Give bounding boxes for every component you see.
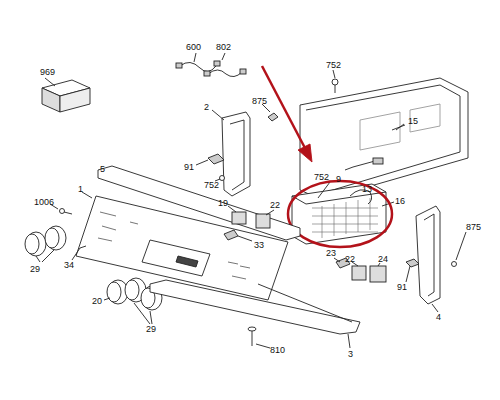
callout-number: 802 (216, 42, 231, 52)
callout-number: 23 (326, 248, 336, 258)
callout-number: 29 (146, 324, 156, 334)
callout-number: 24 (378, 254, 388, 264)
callout-number: 34 (64, 260, 74, 270)
callout-number: 1 (78, 184, 83, 194)
callout-number: 4 (436, 312, 441, 322)
callout-number: 875 (252, 96, 267, 106)
callout-number: 22 (345, 254, 355, 264)
callout-number: 810 (270, 345, 285, 355)
callout-number: 19 (218, 198, 228, 208)
callout-number: 3 (348, 349, 353, 359)
callout-number: 969 (40, 67, 55, 77)
callout-number: 29 (30, 264, 40, 274)
callout-number: 15 (408, 116, 418, 126)
callout-number: 33 (254, 240, 264, 250)
callout-number: 1006 (34, 197, 54, 207)
callout-number: 875 (466, 222, 481, 232)
callout-number: 16 (395, 196, 405, 206)
callout-number: 91 (397, 282, 407, 292)
callout-number: 5 (100, 164, 105, 174)
callout-number: 91 (184, 162, 194, 172)
callout-number: 13 (362, 184, 372, 194)
callout-number: 752 (314, 172, 329, 182)
callout-number: 9 (336, 174, 341, 184)
callout-number: 2 (204, 102, 209, 112)
callout-number: 752 (204, 180, 219, 190)
callout-number: 752 (326, 60, 341, 70)
callout-number: 20 (92, 296, 102, 306)
callout-number: 600 (186, 42, 201, 52)
callout-number: 22 (270, 200, 280, 210)
